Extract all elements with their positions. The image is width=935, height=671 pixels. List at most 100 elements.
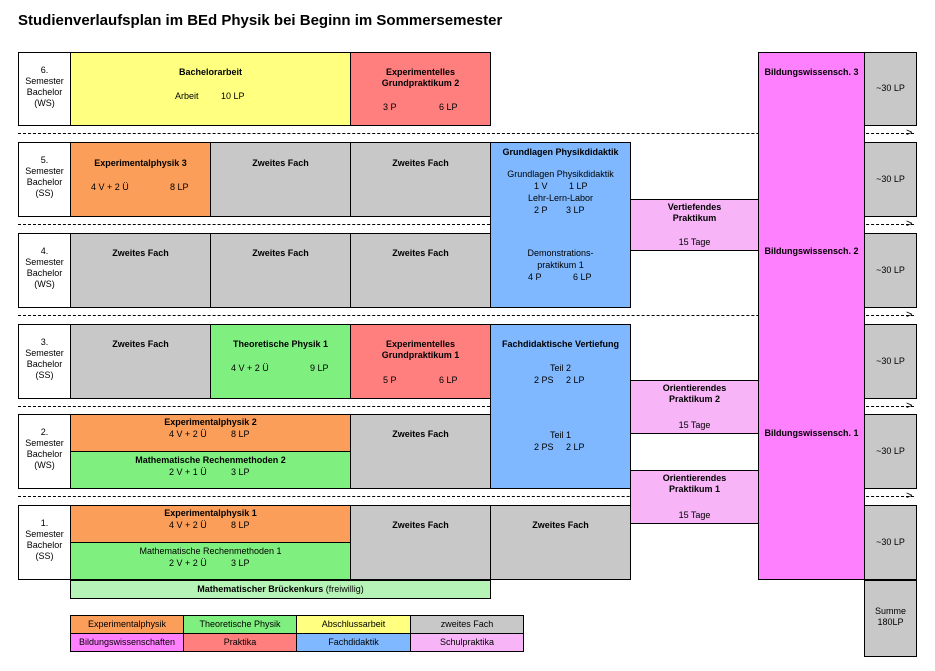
module-bildungswissenschaften-3: Bildungswissensch. 3 (758, 52, 865, 218)
module-title: Theoretische Physik 1 (232, 339, 329, 349)
semester-line: 3. (40, 337, 49, 347)
lp-summe: Summe 180LP (864, 580, 917, 657)
module-title: Experimentelles (385, 339, 456, 349)
module-hours: 2 P (534, 205, 548, 215)
semester-separator (18, 496, 914, 497)
semester-line: 1. (40, 518, 49, 528)
module-zweites-fach: Zweites Fach (210, 142, 351, 217)
module-exp-grundpraktikum-1: Experimentelles Grundpraktikum 1 5 P 6 L… (350, 324, 491, 399)
semester-separator (18, 406, 914, 407)
module-hours: 4 P (528, 272, 542, 282)
module-experimentalphysik-1: Experimentalphysik 1 4 V + 2 Ü 8 LP (70, 505, 351, 543)
semester-line: Bachelor (26, 540, 63, 550)
module-hours: 4 V + 2 Ü (231, 363, 269, 373)
summe-label: Summe (874, 606, 906, 616)
module-math-rechenmethoden-2: Mathematische Rechenmethoden 2 2 V + 1 Ü… (70, 451, 351, 489)
module-title: Orientierendes (662, 473, 727, 483)
legend-item-zweites-fach: zweites Fach (410, 615, 524, 634)
module-bildungswissenschaften-2: Bildungswissensch. 2 (758, 217, 865, 399)
semester-line: Bachelor (26, 177, 63, 187)
module-orientierendes-praktikum-2: Orientierendes Praktikum 2 15 Tage (630, 380, 759, 434)
module-lp: 10 LP (221, 91, 245, 101)
semester-line: Bachelor (26, 449, 63, 459)
module-title: Zweites Fach (252, 248, 309, 258)
lp-value: ~30 LP (876, 356, 905, 366)
semester-line: Semester (25, 348, 64, 358)
module-theoretische-physik-1: Theoretische Physik 1 4 V + 2 Ü 9 LP (210, 324, 351, 399)
module-lp: 1 LP (569, 181, 588, 191)
module-lp: 3 LP (231, 467, 250, 477)
semester-line: Semester (25, 76, 64, 86)
module-zweites-fach: Zweites Fach (70, 233, 211, 308)
legend-item-theoretische-physik: Theoretische Physik (183, 615, 297, 634)
module-hours: 3 P (383, 102, 397, 112)
module-title: Zweites Fach (392, 158, 449, 168)
semester-line: Bachelor (26, 87, 63, 97)
module-zweites-fach: Zweites Fach (350, 414, 491, 489)
module-subtitle: Demonstrations- (527, 248, 594, 258)
semester-3-label: 3. Semester Bachelor (SS) (18, 324, 71, 399)
module-lp: 8 LP (170, 182, 189, 192)
module-experimentalphysik-2: Experimentalphysik 2 4 V + 2 Ü 8 LP (70, 414, 351, 452)
module-duration: 15 Tage (678, 510, 711, 520)
legend-label: Praktika (223, 637, 257, 647)
module-bildungswissenschaften-1: Bildungswissensch. 1 (758, 398, 865, 580)
legend-label: Theoretische Physik (199, 619, 281, 629)
module-hours: 4 V + 2 Ü (169, 520, 207, 530)
module-title: Zweites Fach (532, 520, 589, 530)
module-title: Mathematischer Brückenkurs (197, 584, 324, 594)
semester-separator (18, 133, 914, 134)
legend-label: Bildungswissenschaften (78, 637, 176, 647)
module-hours: 4 V + 2 Ü (91, 182, 129, 192)
summe-value: 180LP (877, 617, 904, 627)
module-title: Experimentalphysik 1 (164, 508, 257, 518)
module-title: Grundpraktikum 2 (381, 78, 460, 88)
module-hours: 2 V + 1 Ü (169, 467, 207, 477)
module-title: Bildungswissensch. 2 (764, 246, 859, 256)
semester-line: Bachelor (26, 359, 63, 369)
module-fachdidaktische-vertiefung: Fachdidaktische Vertiefung Teil 2 2 PS 2… (490, 324, 631, 489)
semester-2-label: 2. Semester Bachelor (WS) (18, 414, 71, 489)
legend-label: zweites Fach (440, 619, 494, 629)
lp-value: ~30 LP (876, 537, 905, 547)
semester-1-label: 1. Semester Bachelor (SS) (18, 505, 71, 580)
module-zweites-fach: Zweites Fach (350, 233, 491, 308)
module-lp: 2 LP (566, 375, 585, 385)
module-title: Mathematische Rechenmethoden 2 (135, 455, 286, 465)
module-title: Experimentelles (385, 67, 456, 77)
module-title: Praktikum 2 (668, 394, 721, 404)
semester-line: Semester (25, 529, 64, 539)
lp-value: ~30 LP (876, 265, 905, 275)
module-vertiefendes-praktikum: Vertiefendes Praktikum 15 Tage (630, 199, 759, 251)
module-zweites-fach: Zweites Fach (350, 505, 491, 580)
module-subtitle: Grundlagen Physikdidaktik (507, 169, 614, 179)
module-title: Praktikum 1 (668, 484, 721, 494)
legend-item-abschlussarbeit: Abschlussarbeit (296, 615, 411, 634)
module-title: Experimentalphysik 2 (164, 417, 257, 427)
lp-semester-4: ~30 LP (864, 233, 917, 308)
module-lp: 3 LP (231, 558, 250, 568)
semester-5-label: 5. Semester Bachelor (SS) (18, 142, 71, 217)
module-lp: 9 LP (310, 363, 329, 373)
legend-item-praktika: Praktika (183, 633, 297, 652)
module-hours: 4 V + 2 Ü (169, 429, 207, 439)
lp-value: ~30 LP (876, 83, 905, 93)
module-hours: 2 V + 2 Ü (169, 558, 207, 568)
module-lp: 6 LP (439, 375, 458, 385)
module-detail: Arbeit (175, 91, 199, 101)
semester-line: 6. (40, 65, 49, 75)
module-title: Grundpraktikum 1 (381, 350, 460, 360)
module-zweites-fach: Zweites Fach (70, 324, 211, 399)
lp-semester-5: ~30 LP (864, 142, 917, 217)
lp-semester-6: ~30 LP (864, 52, 917, 126)
semester-line: Bachelor (26, 268, 63, 278)
module-hours: 2 PS (534, 375, 554, 385)
semester-line: (SS) (35, 188, 54, 198)
module-title: Bildungswissensch. 3 (764, 67, 859, 77)
arrow-right-icon: > (906, 490, 913, 502)
lp-value: ~30 LP (876, 446, 905, 456)
module-duration: 15 Tage (678, 237, 711, 247)
lp-semester-3: ~30 LP (864, 324, 917, 399)
module-title: Zweites Fach (392, 429, 449, 439)
semester-line: 4. (40, 246, 49, 256)
